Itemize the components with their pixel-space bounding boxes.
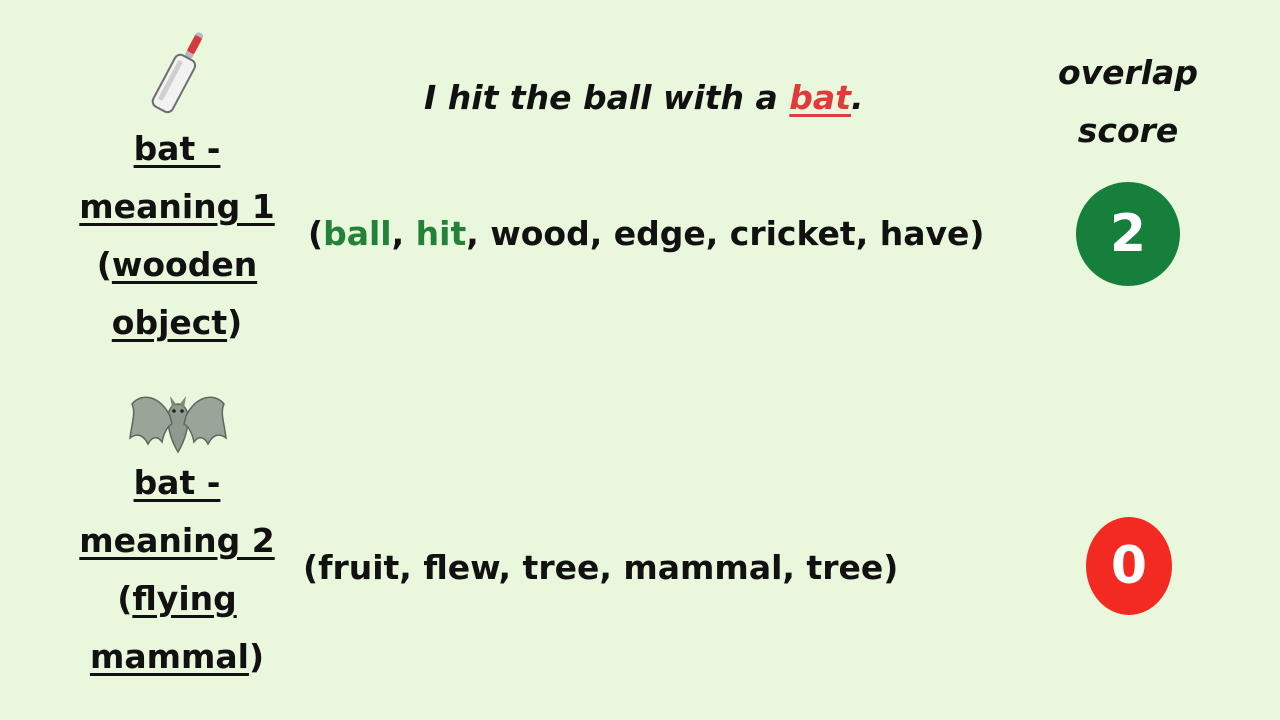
gloss-1-match-ball: ball (323, 214, 392, 253)
sense-1-label-line3: wooden (111, 245, 258, 284)
sense-1-score-badge: 2 (1076, 182, 1180, 286)
overlap-score-header: overlap score (1028, 44, 1228, 160)
sense-1-gloss: (ball, hit, wood, edge, cricket, have) (308, 214, 984, 253)
sense-2-label-line3: flying (132, 579, 237, 618)
bat-animal-icon (128, 382, 228, 456)
gloss-2-text: (fruit, flew, tree, mammal, tree) (303, 548, 899, 587)
sense-2-paren-open: ( (117, 579, 133, 618)
sense-2-label-line4: mammal (89, 637, 249, 676)
sense-1-paren-close: ) (227, 303, 243, 342)
sentence-before: I hit the ball with a (424, 78, 790, 117)
sense-2-label-line1: bat - (133, 463, 221, 502)
gloss-1-rest: , wood, edge, cricket, have) (466, 214, 985, 253)
sense-1-label-line4: object (111, 303, 228, 342)
sense-1-label-line1: bat - (133, 129, 221, 168)
sense-1-score: 2 (1109, 204, 1147, 264)
sense-2-paren-close: ) (248, 637, 265, 676)
sense-2-label-line2: meaning 2 (79, 521, 275, 560)
sense-2-score: 0 (1110, 536, 1148, 596)
sense-2-label: bat - meaning 2 (flying mammal) (67, 454, 287, 686)
sense-1-label-line2: meaning 1 (79, 187, 275, 226)
gloss-1-match-hit: hit (415, 214, 467, 253)
sentence-target-word: bat (789, 78, 851, 117)
cricket-bat-icon (140, 26, 220, 118)
gloss-1-open: ( (308, 214, 324, 253)
sense-1-label: bat - meaning 1 (wooden object) (67, 120, 287, 352)
sense-2-gloss: (fruit, flew, tree, mammal, tree) (303, 548, 898, 587)
sense-1-paren-open: ( (96, 245, 112, 284)
example-sentence: I hit the ball with a bat. (424, 78, 944, 117)
score-header-line2: score (1077, 111, 1179, 150)
gloss-1-sep: , (391, 214, 416, 253)
score-header-line1: overlap (1057, 53, 1199, 92)
sentence-after: . (850, 78, 864, 117)
sense-2-score-badge: 0 (1086, 517, 1172, 615)
